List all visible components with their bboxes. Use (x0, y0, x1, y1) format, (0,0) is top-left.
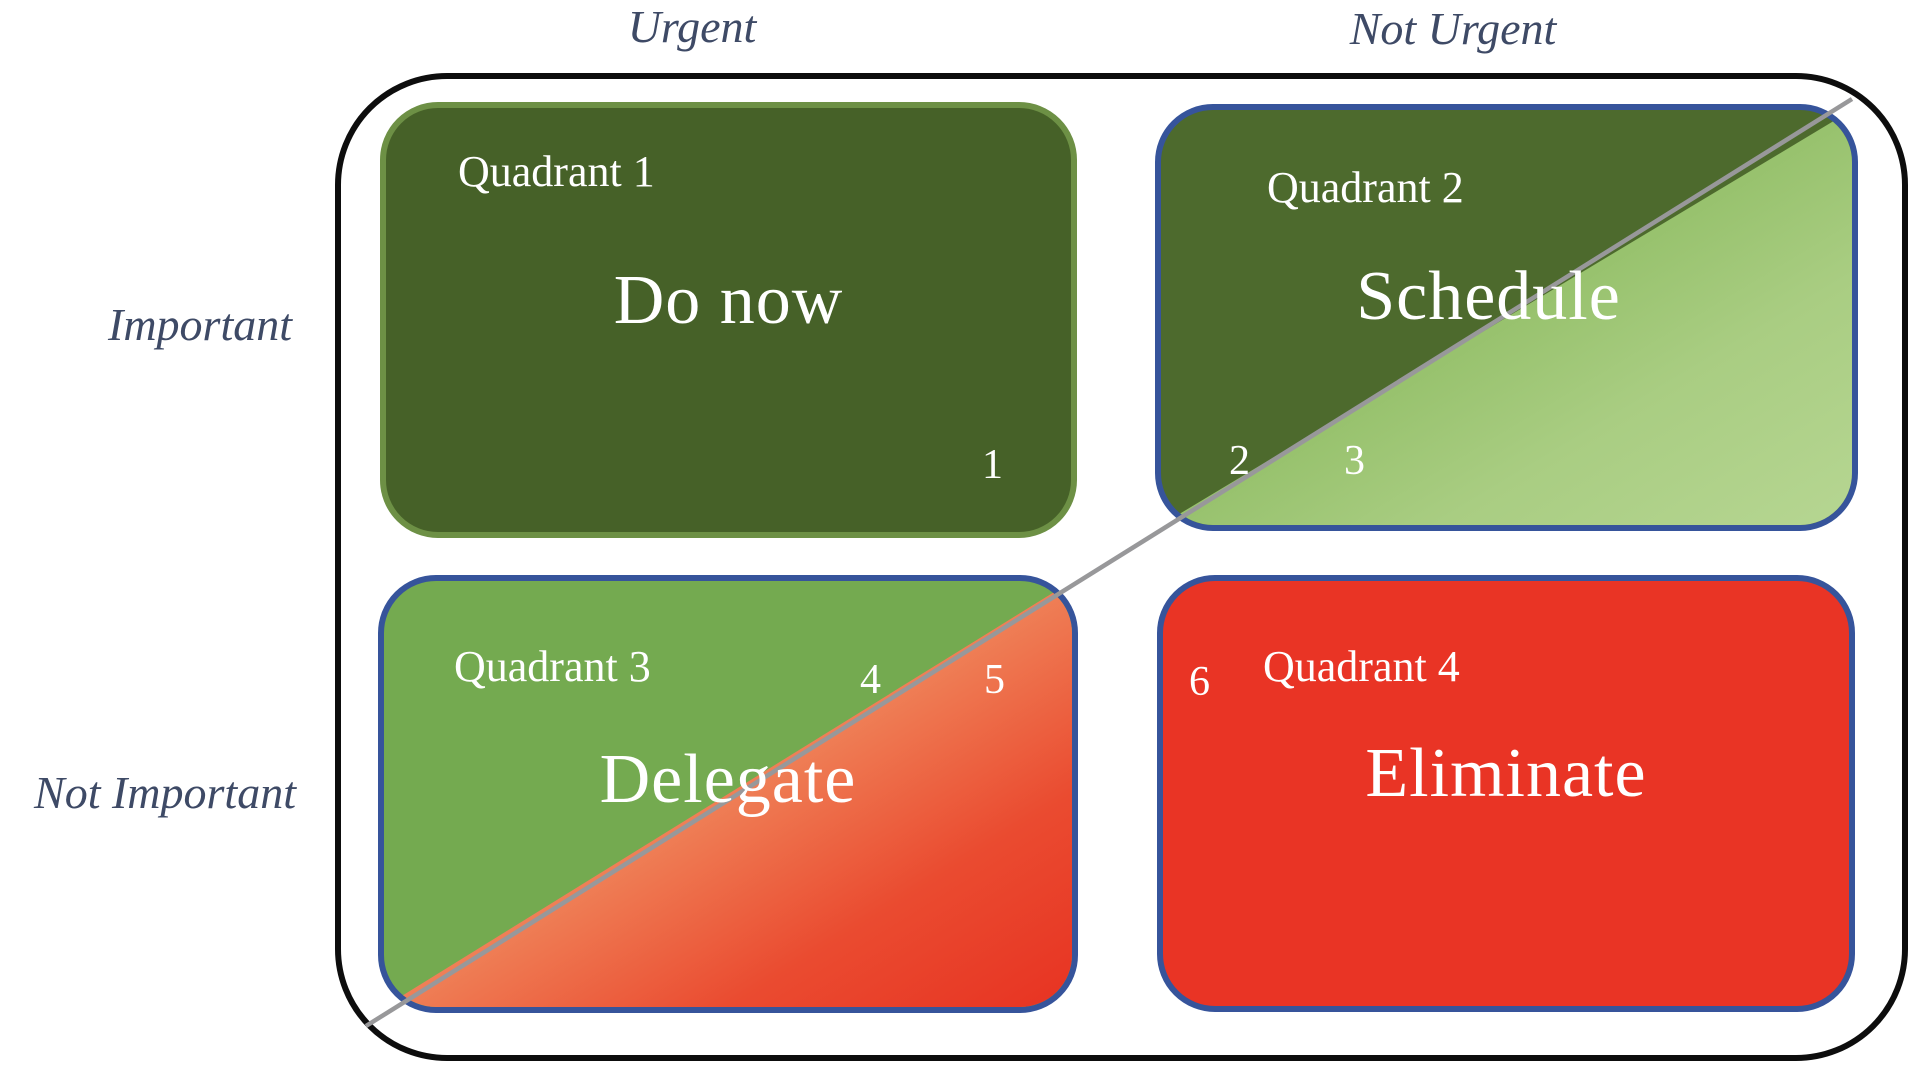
quadrant-2-schedule: Quadrant 2 Schedule 2 3 (1155, 104, 1858, 531)
axis-label-not-important: Not Important (34, 767, 296, 818)
quadrant-2-marker-2: 2 (1229, 438, 1250, 484)
quadrant-1-do-now: Quadrant 1 Do now 1 (380, 102, 1077, 538)
quadrant-3-title: Quadrant 3 (454, 642, 651, 691)
matrix-outer-frame (335, 73, 1908, 1061)
axis-label-urgent: Urgent (627, 1, 757, 52)
quadrant-3-marker-4: 4 (860, 657, 881, 703)
quadrant-1-marker-1: 1 (982, 442, 1003, 488)
quadrant-4-title: Quadrant 4 (1263, 642, 1460, 691)
quadrant-2-marker-3: 3 (1344, 438, 1365, 484)
quadrant-1-title: Quadrant 1 (458, 147, 655, 196)
quadrant-2-action: Schedule (1356, 258, 1621, 335)
quadrant-1-action: Do now (613, 262, 844, 339)
quadrant-4-eliminate: Quadrant 4 Eliminate 6 (1157, 575, 1855, 1012)
quadrant-3-delegate: Quadrant 3 Delegate 4 5 (378, 575, 1078, 1013)
quadrant-3-marker-5: 5 (984, 657, 1005, 703)
quadrant-2-title: Quadrant 2 (1267, 163, 1464, 212)
quadrant-4-action: Eliminate (1365, 735, 1647, 812)
axis-label-not-urgent: Not Urgent (1349, 3, 1557, 54)
quadrant-4-marker-6: 6 (1189, 659, 1210, 705)
axis-label-important: Important (108, 299, 292, 350)
quadrant-3-action: Delegate (599, 741, 857, 818)
